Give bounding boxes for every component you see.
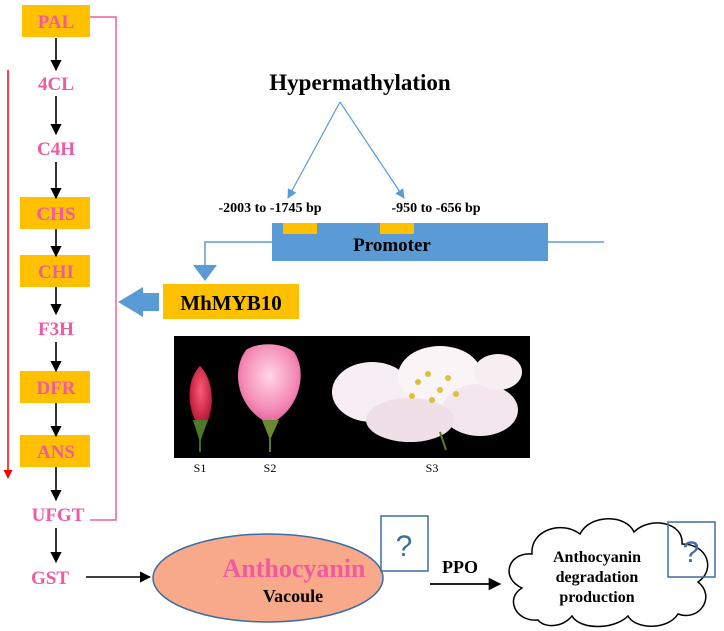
methylation-arrow-2	[339, 101, 405, 199]
mhmyb10-box	[163, 284, 299, 319]
flower-s3-white	[332, 346, 522, 451]
gene-chs: CHS	[36, 204, 75, 225]
flower-s2-pink	[238, 344, 301, 452]
gene-4cl: 4CL	[38, 74, 74, 95]
regulation-arrow	[118, 287, 159, 317]
highlight-box-chi	[20, 255, 90, 287]
gene-c4h: C4H	[37, 139, 75, 160]
stage-label-s1: S1	[194, 461, 207, 475]
question-mark-2-icon: ?	[683, 536, 700, 569]
methylation-region-2	[380, 223, 414, 234]
gene-ans: ANS	[37, 442, 75, 463]
gene-pal: PAL	[38, 12, 75, 33]
degradation-line3: production	[559, 589, 634, 606]
pathway-bracket	[90, 16, 117, 521]
stage-label-s3: S3	[426, 461, 439, 475]
promoter-to-myb-line	[204, 241, 272, 265]
question-box-2	[667, 521, 716, 578]
methylation-title: Hypermathylation	[269, 70, 451, 95]
anthocyanin-ellipse	[152, 533, 384, 623]
methylation-arrow-1	[287, 101, 341, 199]
methylation-region-1	[283, 223, 317, 234]
highlight-box-dfr	[20, 371, 90, 403]
promoter-label: Promoter	[353, 235, 431, 256]
highlight-box-chs	[20, 197, 90, 229]
question-box-1	[380, 515, 429, 572]
gene-gst: GST	[31, 568, 69, 589]
highlight-box-ans	[20, 435, 90, 467]
degradation-line2: degradation	[556, 569, 639, 586]
mhmyb10-label: MhMYB10	[180, 291, 282, 315]
anthocyanin-label: Anthocyanin	[222, 554, 366, 583]
flower-s1-bud	[189, 366, 212, 452]
gene-ufgt: UFGT	[32, 505, 85, 526]
ppo-label: PPO	[442, 557, 478, 577]
gene-dfr: DFR	[36, 378, 75, 399]
gene-chi: CHI	[38, 262, 74, 283]
highlight-box-pal	[22, 5, 90, 37]
region2-label: -950 to -656 bp	[391, 201, 480, 216]
question-mark-1-icon: ?	[396, 530, 413, 563]
gene-f3h: F3H	[38, 319, 74, 340]
vacoule-label: Vacoule	[263, 586, 323, 606]
degradation-cloud	[508, 518, 709, 628]
region1-label: -2003 to -1745 bp	[218, 201, 321, 216]
degradation-line1: Anthocyanin	[553, 549, 641, 566]
promoter-to-myb-arrowhead	[193, 265, 217, 281]
stage-label-s2: S2	[264, 461, 277, 475]
